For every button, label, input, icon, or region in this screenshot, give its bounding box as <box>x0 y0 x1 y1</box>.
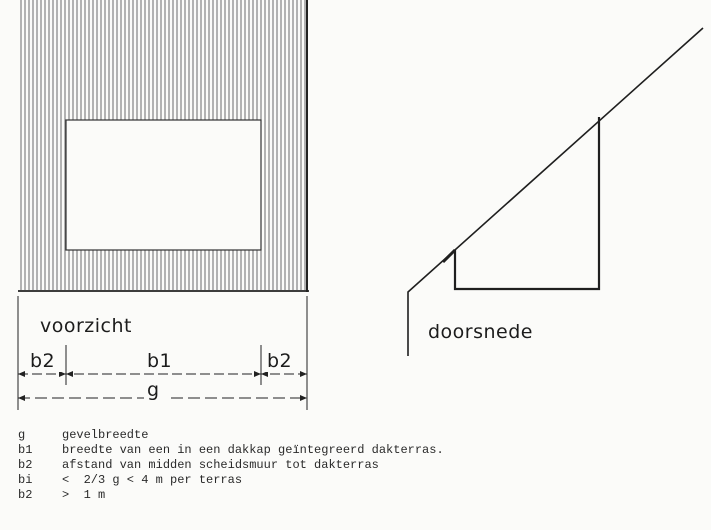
front-view: voorzicht <box>18 0 309 337</box>
terrace-recess <box>453 117 601 291</box>
legend-row: b1 breedte van een in een dakkap geïnteg… <box>18 443 444 458</box>
roof-slope <box>407 27 704 356</box>
legend-row: b2 afstand van midden scheidsmuur tot da… <box>18 458 444 473</box>
legend-symbol: bi <box>18 473 33 487</box>
legend-row: g gevelbreedte <box>18 428 444 443</box>
legend-text: > 1 m <box>62 488 106 502</box>
legend-row: b2 > 1 m <box>18 488 444 503</box>
legend-symbol: b2 <box>18 488 33 502</box>
legend-row: bi < 2/3 g < 4 m per terras <box>18 473 444 488</box>
legend-text: < 2/3 g < 4 m per terras <box>62 473 243 487</box>
legend-symbol: g <box>18 428 26 442</box>
section-view <box>407 27 704 356</box>
section-label: doorsnede <box>428 321 533 343</box>
roof-terrace-opening <box>65 119 262 251</box>
legend-text: gevelbreedte <box>62 428 149 442</box>
dim-b2-left: b2 <box>30 350 55 372</box>
legend-text: afstand van midden scheidsmuur tot dakte… <box>62 458 379 472</box>
legend-text: breedte van een in een dakkap geïntegree… <box>62 443 444 457</box>
front-view-label: voorzicht <box>40 315 132 337</box>
dim-b2-right: b2 <box>267 350 292 372</box>
legend-symbol: b2 <box>18 458 33 472</box>
dim-b1: b1 <box>147 350 172 372</box>
legend: g gevelbreedte b1 breedte van een in een… <box>18 428 444 503</box>
dim-g: g <box>147 379 160 401</box>
legend-symbol: b1 <box>18 443 33 457</box>
